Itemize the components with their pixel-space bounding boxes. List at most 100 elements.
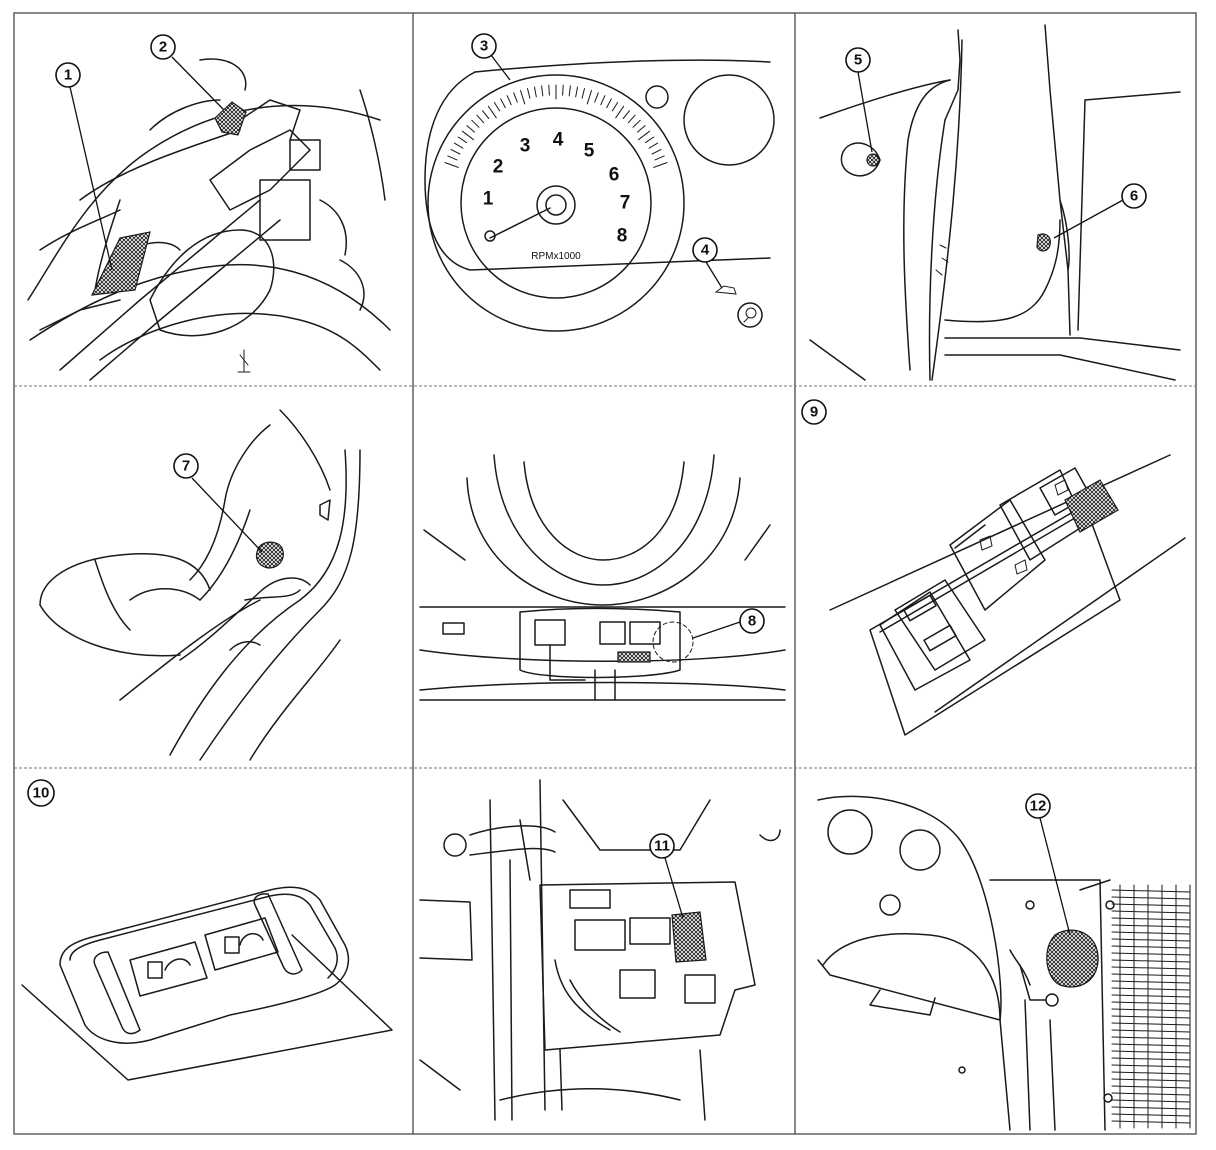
svg-text:4: 4 xyxy=(701,242,710,259)
tachometer-numbers: 1 2 3 4 5 6 7 8 RPMx1000 xyxy=(483,130,631,263)
radiator-fin xyxy=(1111,931,1191,935)
radiator-fin xyxy=(1111,1043,1191,1047)
tach-number-3: 3 xyxy=(520,136,531,157)
radiator-fin xyxy=(1111,889,1191,893)
svg-text:11: 11 xyxy=(654,838,670,855)
callout-11: 11 xyxy=(649,833,684,919)
svg-text:6: 6 xyxy=(1130,188,1138,205)
radiator-fin xyxy=(1111,1071,1191,1075)
tachometer-ticks xyxy=(444,84,668,168)
tach-tick xyxy=(534,86,537,98)
radiator-fin xyxy=(1111,1001,1191,1005)
tach-number-6: 6 xyxy=(609,165,620,186)
tach-tick xyxy=(513,92,518,103)
radiator-fin xyxy=(1111,1099,1191,1103)
radiator-fin xyxy=(1111,987,1191,991)
radiator-fin xyxy=(1111,910,1191,914)
radiator-fin xyxy=(1111,1085,1191,1089)
callout-6: 6 xyxy=(1053,183,1147,239)
tach-tick xyxy=(471,119,480,128)
tach-tick xyxy=(653,162,668,168)
tach-tick xyxy=(638,130,651,141)
radiator-fin xyxy=(1111,1064,1191,1068)
tach-tick xyxy=(651,148,662,155)
tach-number-4: 4 xyxy=(553,130,564,151)
svg-text:12: 12 xyxy=(1030,798,1047,815)
svg-text:1: 1 xyxy=(64,67,72,84)
tach-tick xyxy=(562,84,564,96)
tach-tick xyxy=(627,114,636,124)
tach-number-7: 7 xyxy=(620,193,631,214)
tach-tick xyxy=(527,88,531,99)
tach-tick xyxy=(648,142,659,149)
radiator-fin xyxy=(1111,1015,1191,1019)
tach-tick xyxy=(541,85,544,97)
callout-7: 7 xyxy=(173,453,263,553)
tach-tick xyxy=(493,101,501,112)
panel-5-lower-dash xyxy=(419,454,786,701)
callout-9: 9 xyxy=(801,399,827,425)
radiator-fin xyxy=(1111,973,1191,977)
radiator-fin xyxy=(1111,945,1191,949)
tach-tick xyxy=(520,90,526,105)
radiator-fins xyxy=(1111,884,1191,1129)
radiator-fin xyxy=(1111,1029,1191,1033)
radiator-fin xyxy=(1111,917,1191,921)
tach-number-2: 2 xyxy=(493,157,504,178)
radiator-fin xyxy=(1111,938,1191,942)
svg-text:8: 8 xyxy=(748,613,756,630)
callout-3: 3 xyxy=(471,33,511,81)
callout-8: 8 xyxy=(692,608,765,639)
tach-tick xyxy=(476,114,485,124)
radiator-fin xyxy=(1111,952,1191,956)
callout-2: 2 xyxy=(150,34,225,111)
tach-tick xyxy=(461,130,474,141)
panel-6-power-window-switch xyxy=(829,454,1186,736)
tach-tick xyxy=(581,88,585,99)
tach-tick xyxy=(615,105,625,119)
radiator-fin xyxy=(1111,1092,1191,1096)
tach-tick xyxy=(447,155,458,161)
panel-1-steering-column xyxy=(27,58,391,381)
radiator-fin xyxy=(1111,1057,1191,1061)
radiator-fin xyxy=(1111,1120,1191,1124)
svg-text:5: 5 xyxy=(854,52,862,69)
radiator-fin xyxy=(1111,980,1191,984)
tach-tick xyxy=(568,85,571,97)
tach-tick xyxy=(450,148,461,155)
panel-8-relay-box xyxy=(419,779,781,1121)
svg-text:7: 7 xyxy=(182,458,190,475)
tach-tick xyxy=(622,110,630,119)
svg-text:2: 2 xyxy=(159,39,167,56)
tach-tick xyxy=(575,86,578,98)
radiator-fin xyxy=(1111,1106,1191,1110)
tach-tick xyxy=(654,155,665,161)
radiator-fin xyxy=(1111,1036,1191,1040)
tach-tick xyxy=(611,101,619,112)
tach-tick xyxy=(548,84,550,96)
panel-7-intelligent-key xyxy=(21,886,393,1081)
tach-tick xyxy=(453,142,464,149)
radiator-fin xyxy=(1111,903,1191,907)
tach-tick xyxy=(457,136,467,144)
tach-tick xyxy=(586,90,592,105)
tach-tick xyxy=(645,136,655,144)
tach-tick xyxy=(444,162,459,168)
callout-1: 1 xyxy=(55,62,113,271)
panel-2-instrument-cluster xyxy=(424,59,775,332)
radiator-fin xyxy=(1111,1050,1191,1054)
tach-number-8: 8 xyxy=(617,226,628,247)
callout-12: 12 xyxy=(1025,793,1071,936)
svg-text:3: 3 xyxy=(480,38,488,55)
radiator-fin xyxy=(1111,1078,1191,1082)
tach-number-1: 1 xyxy=(483,189,494,210)
tach-unit-label: RPMx1000 xyxy=(531,251,581,262)
svg-text:10: 10 xyxy=(33,785,50,802)
tach-tick xyxy=(637,125,646,133)
radiator-fin xyxy=(1111,1113,1191,1117)
panel-3-door-switches xyxy=(809,24,1181,381)
tach-tick xyxy=(482,110,490,119)
radiator-fin xyxy=(1111,896,1191,900)
tach-tick xyxy=(594,92,599,103)
